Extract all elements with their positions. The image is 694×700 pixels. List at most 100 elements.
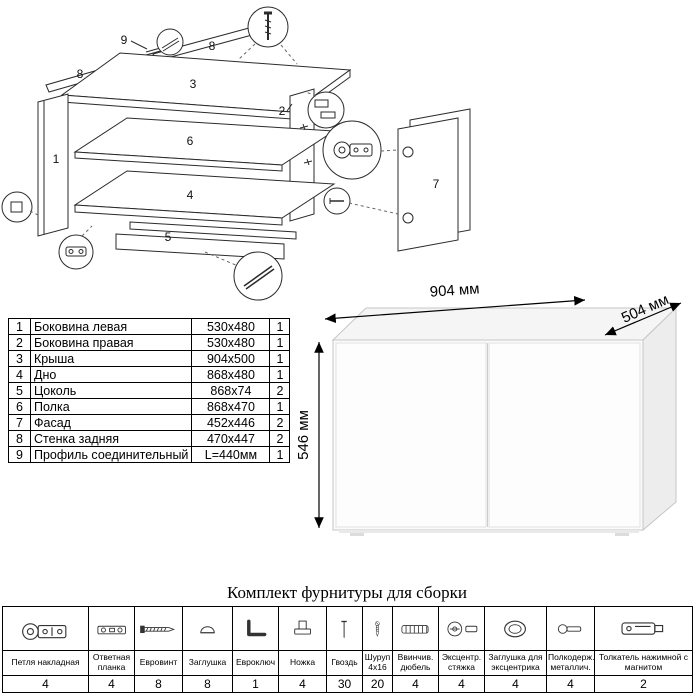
assembled-cabinet-view: 904 мм 504 мм 546 мм [295,280,682,536]
part-number-cell: 8 [8,430,31,447]
hinge-callout [322,120,382,180]
hardware-count-cell: 4 [278,675,327,693]
part-number-cell: 4 [8,366,31,383]
table-row: 2 Боковина правая 530x480 1 [8,334,291,351]
part-size-cell: 904x500 [191,350,271,367]
table-row: 3 Крыша 904x500 1 [8,350,291,367]
hardware-icon-row [2,606,693,651]
nail-icon [341,620,348,639]
part-size-cell: 868x470 [191,398,271,415]
part-qty-cell: 1 [269,334,291,351]
euro-screw-icon [140,625,175,633]
hardware-icon-cell [326,606,363,651]
part-name-cell: Профиль соединительный [29,446,193,463]
width-arrow [324,295,586,324]
part-number-cell: 9 [8,446,31,463]
hardware-label-cell: Полкодерж. металлич. [546,650,595,676]
hardware-label-cell: Евровинт [134,650,183,676]
table-row: 4 Дно 868x480 1 [8,366,291,383]
hardware-icon-cell [594,606,693,651]
hardware-icon-cell [484,606,547,651]
part-qty-cell: 1 [269,318,291,335]
hardware-icon-cell [362,606,393,651]
left-door [335,342,487,528]
facade-door-front [397,117,459,252]
part-number-cell: 2 [8,334,31,351]
strike-plate-icon [97,625,126,634]
part-size-cell: L=440мм [191,446,271,463]
left-side-panel [37,93,69,237]
hardware-label-cell: Заглушка для эксцентрика [484,650,547,676]
callout-glyphs [10,11,373,290]
part-name-cell: Боковина правая [29,334,193,351]
right-door [488,342,641,528]
part-number-cell: 1 [8,318,31,335]
height-dimension-label: 546 мм [295,410,312,460]
part-qty-cell: 1 [269,350,291,367]
table-row: 9 Профиль соединительный L=440мм 1 [8,446,291,463]
part-size-cell: 530x480 [191,334,271,351]
part-number-label: 1 [53,152,60,166]
hardware-icon-cell [134,606,183,651]
push-latch-icon [621,621,664,635]
part-number-label: 4 [187,188,194,202]
hardware-icon-cell [88,606,135,651]
part-qty-cell: 2 [269,414,291,431]
part-number-labels: 9 8 8 3 1 2 6 4 5 7 [53,33,440,244]
hardware-icon-cell [2,606,89,651]
hardware-table: Петля накладная Ответная планка Евровинт… [2,606,693,693]
hex-key-icon [246,619,267,636]
part-number-cell: 6 [8,398,31,415]
bracket-callout [1,191,33,223]
hardware-count-cell: 20 [362,675,393,693]
hardware-count-cell: 4 [484,675,547,693]
hardware-label-cell: Эксцентр. стяжка [438,650,485,676]
leader-lines [29,43,399,267]
hardware-icon-cell [232,606,279,651]
part-name-cell: Боковина левая [29,318,193,335]
part-qty-cell: 2 [269,382,291,399]
hardware-label-cell: Гвоздь [326,650,363,676]
part-size-cell: 470x447 [191,430,271,447]
cabinet-shadow [339,530,639,533]
hardware-count-cell: 8 [182,675,233,693]
plinth-front [115,233,285,260]
hardware-label-row: Петля накладная Ответная планка Евровинт… [2,650,693,676]
hardware-label-cell: Ответная планка [88,650,135,676]
part-qty-cell: 1 [269,398,291,415]
hardware-label-cell: Толкатель нажимной с магнитом [594,650,693,676]
part-number-label: 8 [77,67,84,81]
threaded-dowel-icon [401,624,429,634]
hardware-count-cell: 30 [326,675,363,693]
part-name-cell: Полка [29,398,193,415]
part-number-label: 7 [433,177,440,191]
hardware-label-cell: Шуруп 4x16 [362,650,393,676]
part-name-cell: Крыша [29,350,193,367]
hardware-count-cell: 4 [438,675,485,693]
dimension-arrows [314,295,682,528]
part-number-label: 6 [187,134,194,148]
part-size-cell: 868x480 [191,366,271,383]
hardware-icon-cell [546,606,595,651]
screw-icon [375,620,380,637]
shelf-support-icon [557,623,582,634]
table-row: 7 Фасад 452x446 2 [8,414,291,431]
part-number-cell: 7 [8,414,31,431]
part-number-label: 8 [209,39,216,53]
cabinet-doors [335,342,641,528]
table-row: 1 Боковина левая 530x480 1 [8,318,291,335]
part-name-cell: Фасад [29,414,193,431]
hardware-count-row: 4 4 8 8 1 4 30 20 4 4 4 4 2 [2,675,693,693]
part-number-label: 3 [190,77,197,91]
part-number-cell: 5 [8,382,31,399]
profile-callout [156,28,184,56]
cam-lock-icon [447,621,478,636]
hardware-count-cell: 8 [134,675,183,693]
plinth-back [129,221,297,240]
hardware-icon-cell [392,606,439,651]
part-number-label: 5 [165,230,172,244]
hardware-label-cell: Заглушка [182,650,233,676]
exploded-view-diagram: 9 8 8 3 1 2 6 4 5 7 [1,6,471,301]
part-number-cell: 3 [8,350,31,367]
